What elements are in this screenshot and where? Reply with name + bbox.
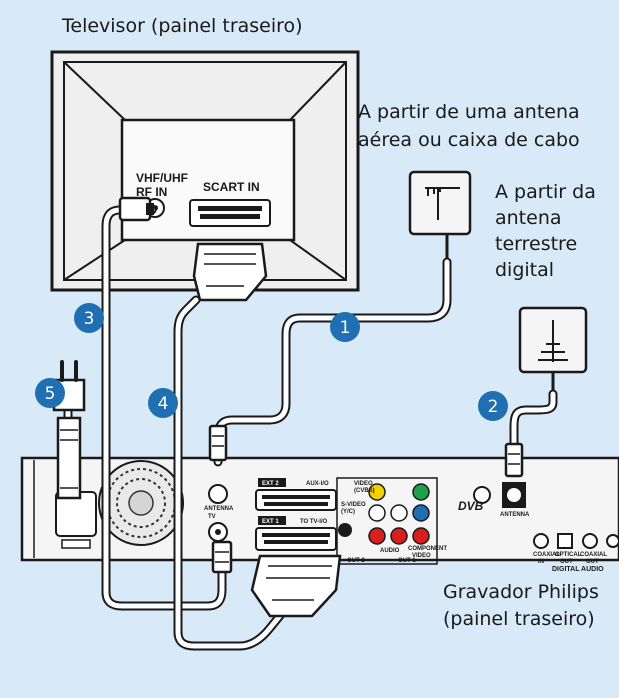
totv-label: TO TV-I/O [300, 519, 328, 525]
aux-label: AUX-I/O [306, 481, 329, 487]
tv-scart-plug [192, 242, 268, 302]
digital-source-caption-1: A partir da [495, 181, 596, 203]
step-number-5: 5 [45, 384, 56, 404]
tv-vhf-label-1: VHF/UHF [136, 171, 188, 185]
recorder-caption-1: Gravador Philips [443, 581, 599, 603]
out1-label: OUT 1 [398, 558, 416, 564]
video-label-1: VIDEO [354, 481, 373, 487]
tv-rf-plug [118, 196, 154, 222]
video-label-2: (CVBS) [354, 488, 375, 494]
digital-source-caption-3: terrestre [495, 233, 578, 255]
dvb-antenna-label: ANTENNA [500, 512, 530, 518]
step-badge-3: 3 [74, 303, 104, 333]
coaxial-in-label-2: IN [538, 559, 544, 565]
tv-scart-label: SCART IN [203, 180, 260, 194]
digital-antenna-card [518, 306, 588, 394]
tv-port-label: TV [208, 514, 216, 520]
step-badge-5: 5 [35, 378, 65, 408]
cables [63, 205, 558, 651]
step-number-1: 1 [340, 318, 351, 338]
recorder-back-panel [20, 456, 619, 565]
tv-scart-pins [198, 206, 262, 219]
svideo-label-1: S-VIDEO [341, 502, 366, 508]
optical-out-label-1: OPTICAL [555, 552, 582, 558]
audio-label: AUDIO [380, 548, 400, 554]
ext2-label: EXT 2 [262, 481, 279, 487]
step-number-4: 4 [158, 394, 169, 414]
tv-caption: Televisor (painel traseiro) [62, 15, 303, 37]
component-label-2: VIDEO [412, 553, 431, 559]
step-badge-2: 2 [478, 391, 508, 421]
antenna-port-label: ANTENNA [204, 506, 234, 512]
recorder-scart-plug [250, 554, 342, 618]
digital-source-caption-4: digital [495, 259, 555, 281]
recorder-caption-2: (painel traseiro) [443, 608, 595, 630]
svideo-label-2: (Y/C) [341, 509, 355, 515]
recorder-tv-plug [211, 540, 233, 574]
coaxial-in-label-1: COAXIAL [533, 552, 560, 558]
step-badge-1: 1 [330, 312, 360, 342]
television-back-panel [50, 50, 360, 292]
recorder-port-labels: ANTENNA TV EXT 2 AUX-I/O EXT 1 TO TV-I/O… [204, 481, 607, 573]
step-badge-4: 4 [148, 388, 178, 418]
aerial-antenna-card [408, 170, 472, 262]
optical-out-label-2: OUT [560, 559, 573, 565]
component-label-1: COMPONENT [408, 546, 447, 552]
step-number-2: 2 [488, 397, 499, 417]
cooling-fan [98, 460, 184, 546]
coaxial-out-label-2: OUT [586, 559, 599, 565]
out2-label: OUT 2 [347, 558, 365, 564]
coaxial-out-label-1: COAXIAL [580, 552, 607, 558]
recorder-antenna-plug [208, 424, 228, 462]
dvb-logo: DVB [458, 499, 484, 513]
ext1-label: EXT 1 [262, 519, 279, 525]
dvb-antenna-plug [504, 442, 524, 478]
tv-vhf-label-2: RF IN [136, 185, 167, 199]
digital-source-caption-2: antena [495, 207, 562, 229]
antenna-source-caption-1: A partir de uma antena [358, 101, 580, 123]
antenna-source-caption-2: aérea ou caixa de cabo [358, 129, 580, 151]
digital-audio-label: DIGITAL AUDIO [552, 566, 604, 573]
step-number-3: 3 [84, 309, 95, 329]
